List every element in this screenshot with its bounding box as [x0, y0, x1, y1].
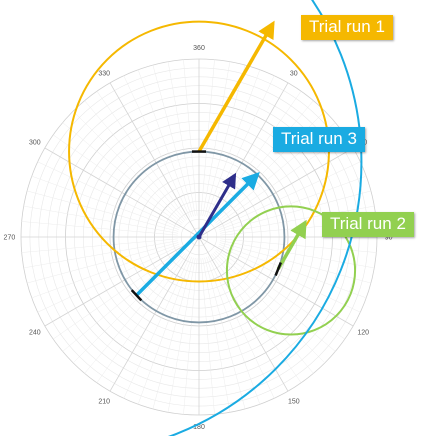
grid-spoke: [207, 75, 275, 218]
grid-spoke: [202, 257, 231, 413]
grid-spoke: [204, 257, 246, 409]
grid-spoke: [96, 91, 187, 220]
angle-tick-label: 360: [193, 45, 205, 52]
grid-spoke: [84, 100, 186, 221]
grid-spoke: [72, 251, 185, 364]
angle-tick-label: 120: [357, 329, 369, 336]
grid-spoke: [27, 190, 179, 232]
grid-spoke: [212, 253, 314, 374]
origin-point: [196, 234, 202, 240]
angle-tick-label: 210: [98, 399, 110, 406]
grid-spoke: [202, 61, 231, 217]
grid-spoke: [23, 240, 179, 269]
grid-spoke: [183, 59, 198, 216]
grid-spoke: [109, 82, 200, 238]
grid-spoke: [31, 244, 180, 299]
grid-spoke: [21, 221, 178, 236]
grid-spoke: [37, 161, 180, 229]
angle-tick-labels: 360306090120150180210240270300330: [4, 45, 393, 431]
series-vector: [197, 20, 275, 153]
grid-spoke: [109, 236, 200, 392]
grid-spoke: [23, 205, 179, 234]
grid-spoke: [96, 254, 187, 383]
mean-vector: [197, 172, 237, 238]
grid-spoke: [152, 257, 194, 409]
grid-spoke: [84, 253, 186, 374]
grid-spoke: [215, 250, 336, 352]
angle-tick-label: 240: [29, 329, 41, 336]
grid-spoke: [211, 91, 302, 220]
grid-spoke: [220, 238, 377, 253]
angle-tick-label: 300: [29, 140, 41, 147]
grid-spoke: [27, 242, 179, 284]
grid-spoke: [218, 161, 361, 229]
series-label: Trial run 2: [322, 212, 414, 237]
grid-spoke: [216, 249, 345, 340]
grid-spoke: [207, 256, 275, 399]
grid-spoke: [31, 175, 180, 230]
angle-tick-label: 270: [4, 235, 16, 242]
grid-spoke: [200, 258, 215, 415]
grid-spoke: [206, 69, 261, 218]
anchor-tick: [274, 262, 282, 276]
series-label: Trial run 1: [301, 15, 393, 40]
series-circle: [225, 205, 357, 336]
grid-spoke: [206, 256, 261, 405]
grid-spoke: [123, 75, 191, 218]
grid-spoke: [37, 245, 180, 313]
grid-spoke: [167, 257, 196, 413]
anchor-tick: [130, 289, 143, 302]
angle-tick-label: 150: [288, 399, 300, 406]
grid-spoke: [152, 65, 194, 217]
grid-spoke: [219, 240, 375, 269]
series-vector: [135, 171, 260, 297]
grid-spoke: [198, 236, 354, 327]
grid-spoke: [53, 249, 182, 340]
grid-spoke: [123, 256, 191, 399]
grid-spoke: [219, 205, 375, 234]
grid-spoke: [167, 61, 196, 217]
grid-spoke: [219, 242, 371, 284]
grid-spoke: [53, 134, 182, 225]
angle-tick-label: 180: [193, 424, 205, 431]
angle-tick-label: 30: [290, 70, 298, 77]
grid-spoke: [204, 65, 246, 217]
grid-spoke: [218, 175, 367, 230]
grid-spoke: [213, 251, 326, 364]
series-vector: [276, 219, 307, 270]
series-circle: [167, 0, 363, 436]
grid-spoke: [137, 69, 192, 218]
grid-spoke: [44, 236, 200, 327]
angle-tick-label: 330: [98, 70, 110, 77]
grid-spoke: [218, 244, 367, 299]
grid-spoke: [21, 238, 178, 253]
series-label: Trial run 3: [273, 127, 365, 152]
grid-spoke: [218, 245, 361, 313]
grid-spoke: [72, 110, 185, 223]
grid-spoke: [62, 122, 183, 224]
grid-spoke: [137, 256, 192, 405]
grid-spoke: [183, 258, 198, 415]
angle-tick-label: 90: [385, 235, 393, 242]
